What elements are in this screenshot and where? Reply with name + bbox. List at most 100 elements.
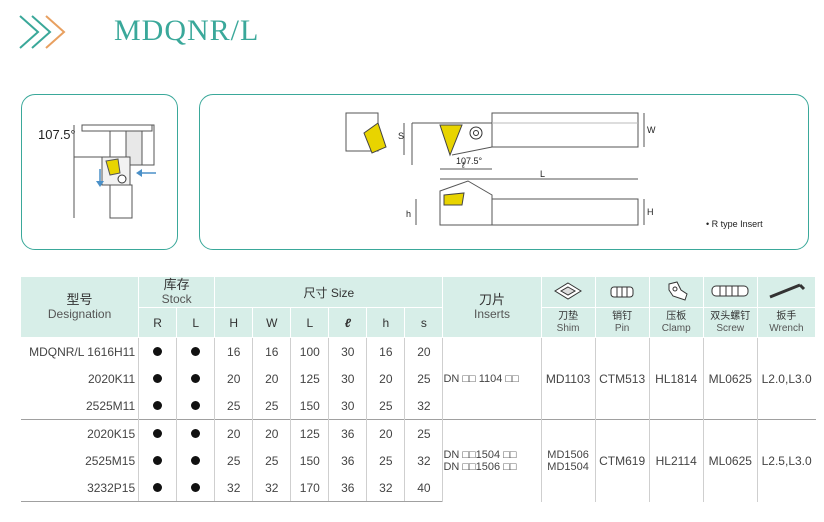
cell-ell: 36 xyxy=(328,447,367,474)
col-pin: 销钉 Pin xyxy=(594,307,650,338)
cell-s: 32 xyxy=(404,447,443,474)
cell-s: 32 xyxy=(404,392,443,420)
stock-l-dot xyxy=(176,365,215,392)
wrench-cell: L2.0,L3.0 xyxy=(756,337,816,420)
cell-h: 32 xyxy=(366,474,405,502)
table-row: 3232P15 32 32 170 36 32 40 xyxy=(20,474,816,502)
cell-L: 125 xyxy=(290,419,329,447)
angle-detail-drawing xyxy=(73,124,156,219)
cell-L: 100 xyxy=(290,337,329,365)
dim-ell: ℓ xyxy=(461,160,465,170)
cell-ell: 30 xyxy=(328,337,367,365)
dim-s: S xyxy=(398,131,404,141)
cell-ell: 36 xyxy=(328,419,367,447)
table-row: 2525M11 25 25 150 30 25 32 xyxy=(21,392,816,420)
col-ell: ℓ xyxy=(328,307,368,338)
cell-ell: 36 xyxy=(328,474,367,502)
cell-W: 20 xyxy=(252,419,291,447)
col-stock: 库存 Stock xyxy=(138,276,216,308)
col-W: W xyxy=(252,307,292,338)
r-type-insert-note: • R type Insert xyxy=(706,219,763,229)
stock-l-dot xyxy=(176,419,215,447)
inserts-cell: DN □□1504 □□ DN □□1506 □□ xyxy=(442,419,542,502)
clamp-cell: HL1814 xyxy=(648,337,704,420)
cell-L: 125 xyxy=(290,365,329,392)
shim-1506: MD1506 xyxy=(547,448,589,461)
col-H: H xyxy=(214,307,254,338)
clamp-icon xyxy=(648,276,704,308)
col-size: 尺寸 Size xyxy=(214,276,444,308)
approach-angle-label: 107.5° xyxy=(38,127,76,142)
clamp-cell: HL2114 xyxy=(648,419,704,502)
cell-H: 20 xyxy=(214,365,253,392)
stock-r-dot xyxy=(138,474,177,502)
table-row: 2525M15 25 25 150 36 25 32 xyxy=(21,447,816,474)
insert-1504: DN □□1504 □□ xyxy=(443,448,517,461)
stock-r-dot xyxy=(138,337,177,365)
cell-ell: 30 xyxy=(328,365,367,392)
cell-h: 20 xyxy=(366,365,405,392)
col-s: s xyxy=(404,307,444,338)
cell-L: 170 xyxy=(290,474,329,502)
col-stock-l: L xyxy=(176,307,216,338)
col-shim: 刀垫 Shim xyxy=(540,307,596,338)
shim-1504: MD1504 xyxy=(547,460,589,473)
dimension-drawing-panel: S W 107.5° ℓ L h H • R type Insert xyxy=(199,94,809,250)
col-wrench: 扳手 Wrench xyxy=(756,307,817,338)
cell-W: 20 xyxy=(252,365,291,392)
screw-icon xyxy=(702,276,758,308)
cell-H: 32 xyxy=(214,474,253,502)
designation-cell: 2525M15 xyxy=(85,453,136,468)
designation-cell: 2020K11 xyxy=(87,371,136,386)
tool-holder-drawing: S W 107.5° ℓ L h H xyxy=(345,112,656,226)
spec-table: 型号 Designation 库存 Stock 尺寸 Size 刀片 Inser… xyxy=(19,276,817,502)
wrench-cell: L2.5,L3.0 xyxy=(756,419,816,502)
cell-h: 20 xyxy=(366,419,405,447)
insert-1506: DN □□1506 □□ xyxy=(443,460,517,473)
angle-detail-panel: 107.5° xyxy=(21,94,178,250)
shim-cell: MD1506 MD1504 xyxy=(540,419,596,502)
cell-H: 25 xyxy=(214,392,253,420)
table-row: MDQNR/L 1616H11 16 16 100 30 16 20 DN □□… xyxy=(20,337,816,420)
stock-l-dot xyxy=(176,447,215,474)
inserts-cell: DN □□ 1104 □□ xyxy=(442,337,542,420)
col-stock-r: R xyxy=(138,307,178,338)
col-h: h xyxy=(366,307,406,338)
dim-h: h xyxy=(406,209,411,219)
col-screw: 双头螺钉 Screw xyxy=(702,307,758,338)
stock-l-dot xyxy=(176,337,215,365)
col-clamp: 压板 Clamp xyxy=(648,307,704,338)
table-row: 2020K15 20 20 125 36 20 25 DN □□1504 □□ … xyxy=(20,419,816,502)
cell-W: 32 xyxy=(252,474,291,502)
screw-cell: ML0625 xyxy=(702,337,758,420)
cell-L: 150 xyxy=(290,447,329,474)
col-designation: 型号 Designation xyxy=(19,276,140,338)
designation-cell: MDQNR/L 1616H11 xyxy=(20,337,139,365)
cell-H: 16 xyxy=(214,337,253,365)
designation-cell: 2020K15 xyxy=(20,419,139,447)
cell-s: 25 xyxy=(404,365,443,392)
col-L: L xyxy=(290,307,330,338)
stock-r-dot xyxy=(138,419,177,447)
dim-H: H xyxy=(647,207,654,217)
cell-h: 25 xyxy=(366,447,405,474)
cell-s: 40 xyxy=(404,474,443,502)
page-title: MDQNR/L xyxy=(114,14,260,47)
shim-cell: MD1103 xyxy=(540,337,596,420)
cell-s: 20 xyxy=(404,337,443,365)
cell-H: 25 xyxy=(214,447,253,474)
cell-h: 25 xyxy=(366,392,405,420)
stock-r-dot xyxy=(138,365,177,392)
cell-s: 25 xyxy=(404,419,443,447)
pin-cell: CTM513 xyxy=(594,337,650,420)
wrench-icon xyxy=(756,276,817,308)
screw-cell: ML0625 xyxy=(702,419,758,502)
stock-r-dot xyxy=(138,447,177,474)
cell-h: 16 xyxy=(366,337,405,365)
cell-L: 150 xyxy=(290,392,329,420)
cell-ell: 30 xyxy=(328,392,367,420)
dim-angle: 107.5° xyxy=(456,156,483,166)
cell-H: 20 xyxy=(214,419,253,447)
designation-cell: 2525M11 xyxy=(85,398,136,413)
dim-w: W xyxy=(647,125,656,135)
